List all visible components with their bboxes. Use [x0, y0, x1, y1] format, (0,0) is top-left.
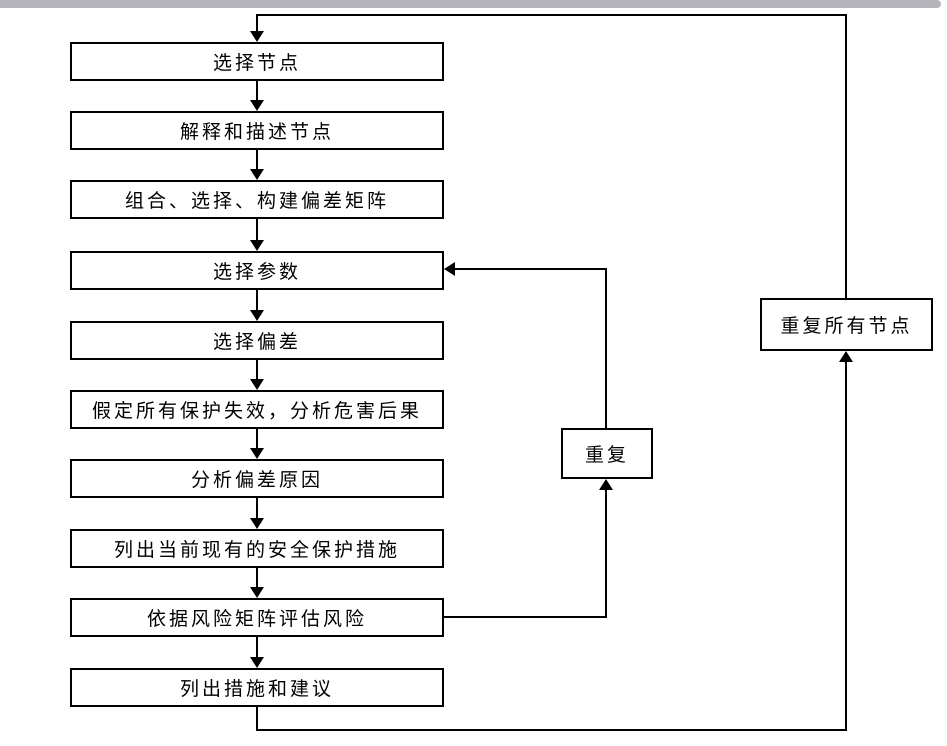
flow-step-list-existing-safeguards: 列出当前现有的安全保护措施 — [70, 529, 444, 568]
arrowhead-down-icon — [250, 169, 264, 180]
flow-step-risk-matrix-assessment: 依据风险矩阵评估风险 — [70, 598, 444, 637]
connector-step5-step6 — [256, 360, 258, 379]
connector-bottom-to-repeat-all — [845, 362, 847, 731]
connector-step3-step4 — [256, 219, 258, 240]
arrowhead-down-icon — [250, 518, 264, 529]
flow-step-build-deviation-matrix: 组合、选择、构建偏差矩阵 — [70, 180, 444, 219]
arrowhead-down-icon — [250, 31, 264, 42]
connector-step6-step7 — [256, 429, 258, 448]
arrowhead-down-icon — [250, 100, 264, 111]
connector-bottom-horizontal — [256, 729, 847, 731]
arrowhead-down-icon — [250, 587, 264, 598]
arrowhead-left-icon — [444, 262, 455, 276]
flow-step-label: 选择参数 — [212, 262, 301, 283]
flow-step-assume-protection-failure: 假定所有保护失效，分析危害后果 — [70, 390, 444, 429]
flow-node-label: 重复所有节点 — [780, 316, 913, 337]
flow-step-label: 选择节点 — [212, 53, 301, 74]
flow-step-label: 依据风险矩阵评估风险 — [146, 609, 367, 630]
flow-step-label: 假定所有保护失效，分析危害后果 — [91, 401, 422, 422]
connector-risk-to-repeat-vertical — [605, 490, 607, 617]
connector-step8-step9 — [256, 568, 258, 587]
arrowhead-up-icon — [599, 479, 613, 490]
arrowhead-down-icon — [250, 379, 264, 390]
connector-repeat-to-parameter — [455, 268, 607, 270]
connector-step1-step2 — [256, 81, 258, 100]
flow-step-label: 列出措施和建议 — [179, 679, 334, 700]
flow-node-label: 重复 — [584, 445, 629, 466]
flow-step-describe-node: 解释和描述节点 — [70, 111, 444, 150]
flow-node-repeat-all: 重复所有节点 — [760, 298, 933, 351]
arrowhead-down-icon — [250, 448, 264, 459]
connector-step9-step10 — [256, 637, 258, 657]
connector-risk-to-repeat-horizontal — [444, 616, 607, 618]
arrowhead-up-icon — [839, 351, 853, 362]
connector-step7-step8 — [256, 498, 258, 518]
flow-step-select-node: 选择节点 — [70, 42, 444, 81]
connector-step2-step3 — [256, 150, 258, 169]
connector-top-feedback-horizontal — [256, 14, 847, 16]
window-top-bar — [0, 0, 941, 8]
flow-step-label: 选择偏差 — [212, 332, 301, 353]
flow-node-repeat: 重复 — [561, 428, 653, 479]
connector-top-to-step1 — [256, 14, 258, 31]
flow-step-list-measures-suggestions: 列出措施和建议 — [70, 668, 444, 707]
flow-step-label: 组合、选择、构建偏差矩阵 — [124, 191, 389, 212]
flow-step-analyze-deviation-cause: 分析偏差原因 — [70, 459, 444, 498]
flow-step-label: 解释和描述节点 — [179, 122, 334, 143]
flow-step-label: 分析偏差原因 — [190, 470, 323, 491]
flow-step-label: 列出当前现有的安全保护措施 — [113, 540, 400, 561]
arrowhead-down-icon — [250, 240, 264, 251]
connector-step10-down — [256, 707, 258, 731]
arrowhead-down-icon — [250, 657, 264, 668]
flow-step-select-deviation: 选择偏差 — [70, 321, 444, 360]
connector-repeat-up-vertical — [605, 268, 607, 428]
connector-step4-step5 — [256, 290, 258, 310]
arrowhead-down-icon — [250, 310, 264, 321]
flow-step-select-parameter: 选择参数 — [70, 251, 444, 290]
connector-repeat-all-to-top — [845, 14, 847, 298]
